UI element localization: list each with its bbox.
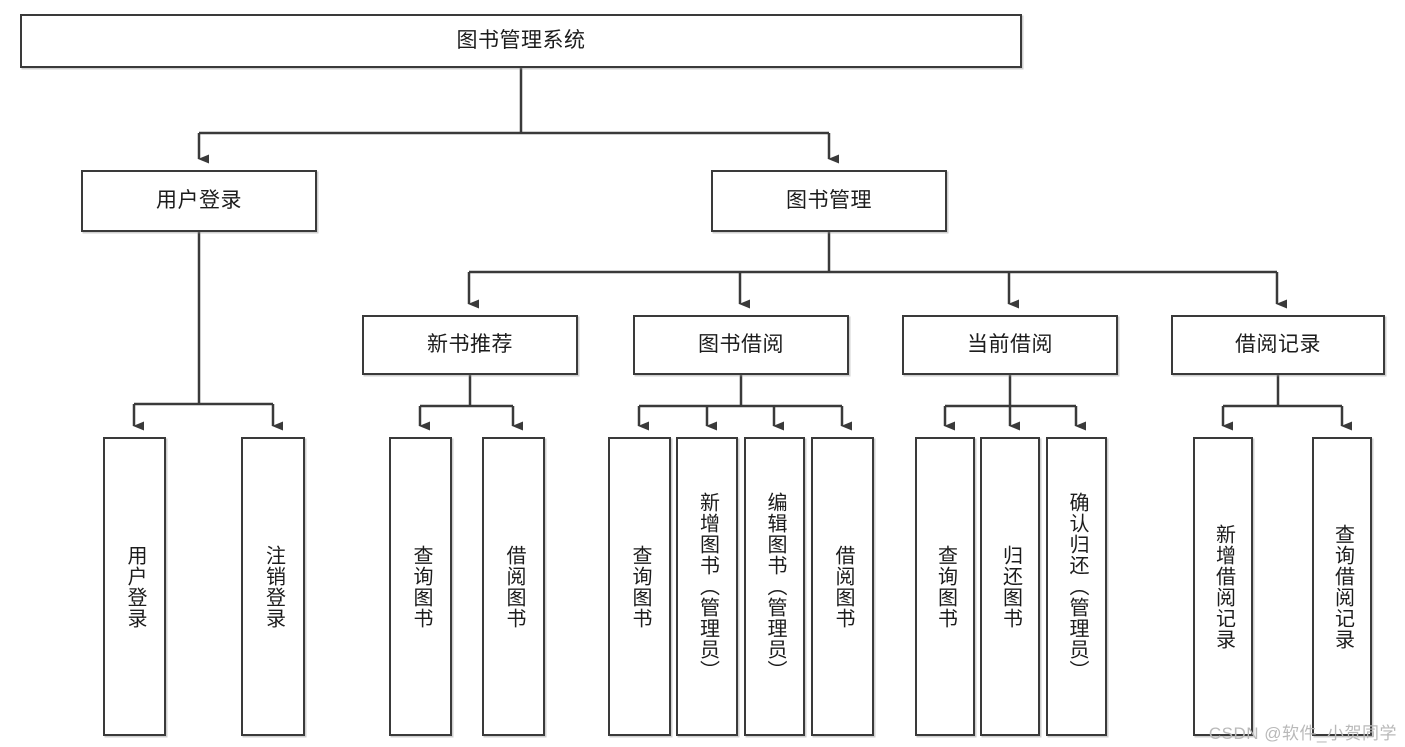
node-leaf-logout-label: 注销登录 <box>262 544 285 629</box>
node-borrow-record-label: 借阅记录 <box>1235 332 1321 356</box>
node-leaf-return-book-label: 归还图书 <box>999 544 1022 629</box>
csdn-watermark: CSDN @软件_小贺同学 <box>1208 724 1397 743</box>
node-leaf-add-record[interactable]: 新增借阅记录 <box>1193 437 1253 736</box>
node-leaf-add-book-label: 新增图书（管理员） <box>696 492 719 681</box>
node-leaf-query-book-borrow-label: 查询图书 <box>629 544 651 629</box>
node-leaf-return-book[interactable]: 归还图书 <box>980 437 1040 736</box>
node-leaf-confirm-return-label: 确认归还（管理员） <box>1066 492 1088 681</box>
node-leaf-add-book[interactable]: 新增图书（管理员） <box>676 437 738 736</box>
node-user-login[interactable]: 用户登录 <box>81 170 317 232</box>
node-leaf-edit-book[interactable]: 编辑图书（管理员） <box>744 437 805 736</box>
node-new-book-rec-label: 新书推荐 <box>427 332 513 356</box>
node-leaf-borrow-book-rec[interactable]: 借阅图书 <box>482 437 545 736</box>
node-leaf-query-book-cur[interactable]: 查询图书 <box>915 437 975 736</box>
node-leaf-query-book-rec-label: 查询图书 <box>410 544 432 629</box>
node-leaf-user-login[interactable]: 用户登录 <box>103 437 166 736</box>
node-leaf-query-book-rec[interactable]: 查询图书 <box>389 437 452 736</box>
node-new-book-rec[interactable]: 新书推荐 <box>362 315 578 375</box>
node-current-borrow[interactable]: 当前借阅 <box>902 315 1118 375</box>
node-current-borrow-label: 当前借阅 <box>967 332 1053 356</box>
node-leaf-borrow-book-rec-label: 借阅图书 <box>503 544 525 629</box>
node-leaf-borrow-book-label: 借阅图书 <box>832 544 854 629</box>
node-user-login-label: 用户登录 <box>156 188 242 212</box>
node-book-manage-label: 图书管理 <box>786 188 872 212</box>
node-leaf-query-record-label: 查询借阅记录 <box>1331 523 1354 650</box>
node-root-label: 图书管理系统 <box>456 28 586 52</box>
node-borrow-record[interactable]: 借阅记录 <box>1171 315 1385 375</box>
node-leaf-add-record-label: 新增借阅记录 <box>1212 523 1235 650</box>
node-leaf-edit-book-label: 编辑图书（管理员） <box>764 492 786 681</box>
node-book-borrow[interactable]: 图书借阅 <box>633 315 849 375</box>
node-leaf-user-login-label: 用户登录 <box>124 544 146 629</box>
node-root[interactable]: 图书管理系统 <box>20 14 1022 68</box>
node-book-borrow-label: 图书借阅 <box>698 332 784 356</box>
node-leaf-query-book-cur-label: 查询图书 <box>934 544 957 629</box>
node-leaf-query-book-borrow[interactable]: 查询图书 <box>608 437 671 736</box>
node-leaf-borrow-book[interactable]: 借阅图书 <box>811 437 874 736</box>
node-leaf-logout[interactable]: 注销登录 <box>241 437 305 736</box>
node-leaf-query-record[interactable]: 查询借阅记录 <box>1312 437 1372 736</box>
node-book-manage[interactable]: 图书管理 <box>711 170 947 232</box>
node-leaf-confirm-return[interactable]: 确认归还（管理员） <box>1046 437 1107 736</box>
